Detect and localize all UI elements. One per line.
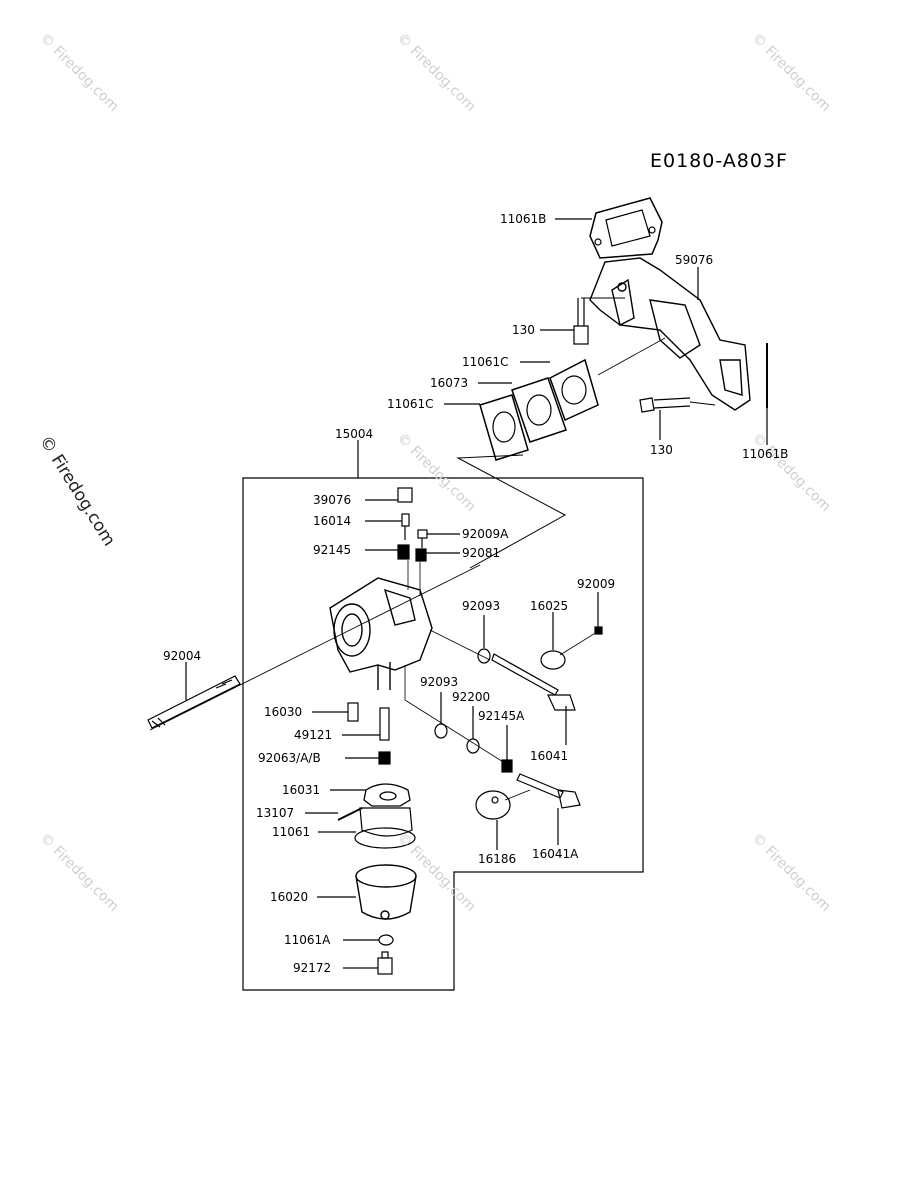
part-label[interactable]: 92145 — [313, 543, 352, 557]
pin-13107 — [337, 807, 363, 821]
part-label[interactable]: 92009 — [577, 577, 616, 591]
part-label[interactable]: 92081 — [462, 546, 501, 560]
assembly-boundary — [242, 477, 644, 991]
intake-manifold-59076 — [589, 257, 751, 411]
spacer-16073 — [511, 377, 567, 443]
part-label[interactable]: 16020 — [270, 890, 309, 904]
plate-16025 — [540, 650, 566, 670]
part-label[interactable]: 92200 — [452, 690, 491, 704]
carburetor-body — [329, 577, 433, 690]
part-label[interactable]: 92093 — [462, 599, 501, 613]
washer-92093-a — [477, 648, 491, 664]
washer-11061a — [378, 934, 394, 946]
part-label[interactable]: 11061C — [387, 397, 434, 411]
part-label[interactable]: 92093 — [420, 675, 459, 689]
part-label[interactable]: 16041 — [530, 749, 569, 763]
part-label[interactable]: 16030 — [264, 705, 303, 719]
part-label[interactable]: 11061C — [462, 355, 509, 369]
part-92081 — [415, 548, 427, 562]
gasket-11061c-front — [479, 394, 529, 461]
part-label[interactable]: 11061B — [500, 212, 547, 226]
part-label[interactable]: 130 — [650, 443, 673, 457]
part-92145 — [397, 544, 410, 560]
shaft-16041 — [491, 653, 576, 711]
bolt-130-top — [573, 297, 625, 345]
shaft-16041a — [516, 773, 581, 809]
gasket-11061b-top — [589, 197, 663, 259]
bolt-92172 — [377, 951, 393, 975]
jet-16030 — [347, 702, 359, 722]
gasket-11061c-rear — [549, 358, 599, 422]
part-label[interactable]: 16025 — [530, 599, 569, 613]
part-label[interactable]: 92004 — [163, 649, 202, 663]
part-label[interactable]: 130 — [512, 323, 535, 337]
part-92009a — [417, 529, 428, 548]
jet-92063 — [378, 751, 391, 765]
washer-92093-b — [434, 723, 448, 739]
part-label[interactable]: 13107 — [256, 806, 295, 820]
plate-16186 — [475, 790, 511, 820]
part-label[interactable]: 49121 — [294, 728, 333, 742]
part-label[interactable]: 39076 — [313, 493, 352, 507]
tube-49121 — [379, 707, 390, 741]
part-label[interactable]: 16031 — [282, 783, 321, 797]
part-16014 — [401, 513, 410, 540]
part-label[interactable]: 15004 — [335, 427, 374, 441]
float-16031 — [363, 783, 411, 807]
shaft-92004 — [147, 675, 241, 729]
part-label[interactable]: 92172 — [293, 961, 332, 975]
bowl-gasket-11061 — [354, 807, 416, 849]
part-label[interactable]: 59076 — [675, 253, 714, 267]
part-label[interactable]: 11061B — [742, 447, 789, 461]
part-label[interactable]: 16014 — [313, 514, 352, 528]
bolt-130-right — [639, 397, 716, 413]
diagram-code: E0180-A803F — [650, 150, 788, 172]
part-label[interactable]: 11061A — [284, 933, 331, 947]
part-label[interactable]: 92063/A/B — [258, 751, 321, 765]
part-label[interactable]: 92009A — [462, 527, 509, 541]
part-39076 — [397, 487, 413, 503]
part-label[interactable]: 16041A — [532, 847, 579, 861]
part-label[interactable]: 16073 — [430, 376, 469, 390]
part-label[interactable]: 16186 — [478, 852, 517, 866]
float-bowl-16020 — [355, 864, 417, 920]
spring-92145a — [501, 759, 513, 773]
part-label[interactable]: 92145A — [478, 709, 525, 723]
part-label[interactable]: 11061 — [272, 825, 311, 839]
